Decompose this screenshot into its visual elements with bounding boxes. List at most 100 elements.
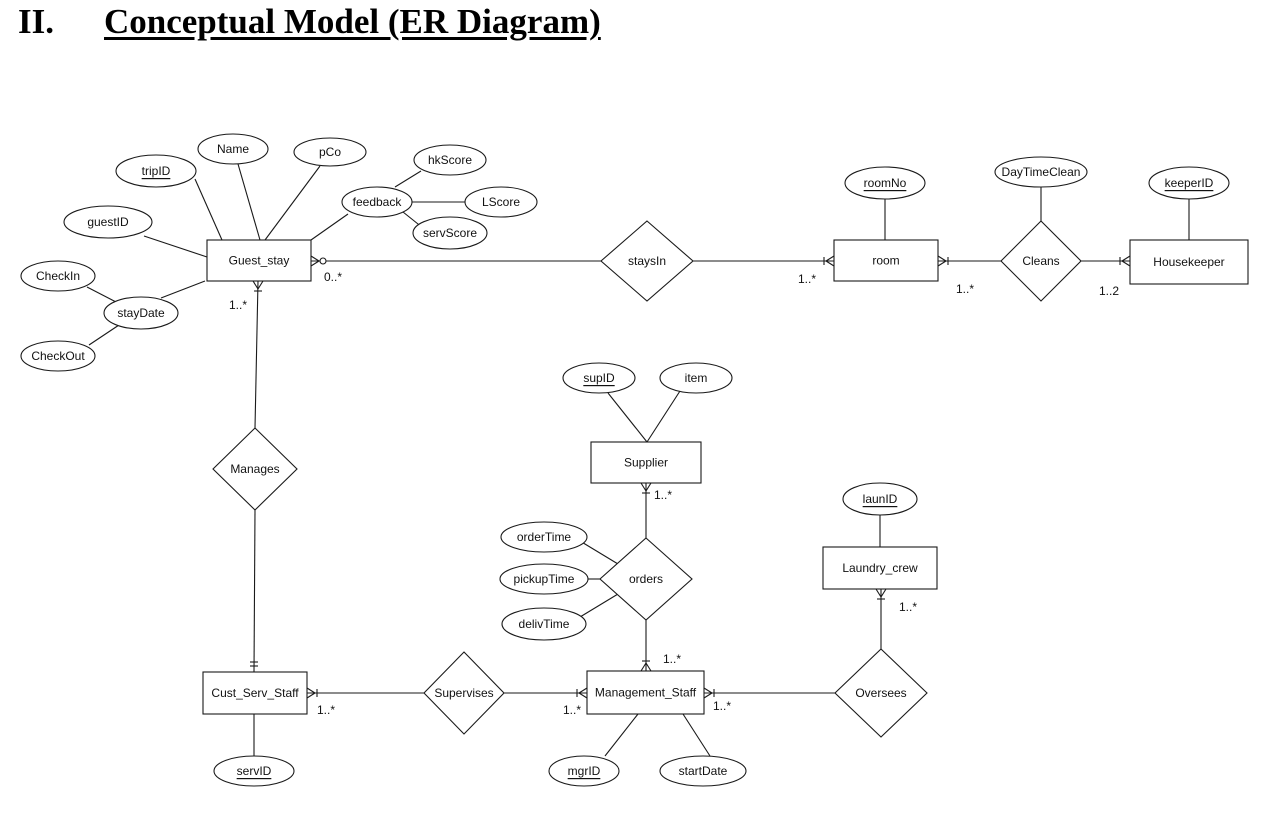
- cardinality-label-housekeeper-cleans: 1..2: [1099, 284, 1119, 298]
- entity-management-staff: Management_Staff: [586, 670, 705, 715]
- crows-foot-one-many: [640, 482, 652, 494]
- key-attribute-label: supID: [583, 371, 615, 385]
- entity-cust-serv-staff: Cust_Serv_Staff: [202, 671, 308, 715]
- connector-line: [86, 286, 119, 304]
- attribute-guestid: guestID: [63, 205, 153, 239]
- cardinality-label-supplier-orders: 1..*: [654, 488, 672, 502]
- attribute-mgrid: mgrID: [548, 755, 620, 787]
- attribute-label: feedback: [353, 195, 403, 209]
- relationship-label: Supervises: [434, 686, 493, 700]
- relationship-diamond: [599, 537, 693, 621]
- entity-laundry-crew: Laundry_crew: [822, 546, 938, 590]
- entity-box: [206, 239, 312, 282]
- attribute-label: stayDate: [117, 306, 165, 320]
- entity-box: [833, 239, 939, 282]
- entity-label: room: [872, 254, 899, 268]
- attribute-label: Name: [217, 142, 249, 156]
- entity-label: Supplier: [624, 456, 668, 470]
- entity-label: Cust_Serv_Staff: [211, 686, 299, 700]
- relationship-orders: orders: [599, 537, 693, 621]
- crows-foot-one-many: [640, 660, 652, 672]
- attribute-label: LScore: [482, 195, 520, 209]
- attribute-checkout: CheckOut: [20, 340, 96, 372]
- entity-box: [590, 441, 702, 484]
- attribute-daytimeclean: DayTimeClean: [994, 156, 1088, 188]
- attribute-delivtime: delivTime: [501, 607, 587, 641]
- attribute-supid: supID: [562, 362, 636, 394]
- attribute-ellipse: [63, 205, 153, 239]
- entity-supplier: Supplier: [590, 441, 702, 484]
- attribute-ellipse: [659, 362, 733, 394]
- attribute-ellipse: [412, 216, 488, 250]
- relationship-cleans: Cleans: [1000, 220, 1082, 302]
- attribute-label: startDate: [679, 764, 728, 778]
- attribute-ellipse: [500, 521, 588, 553]
- relationship-label: orders: [629, 572, 663, 586]
- key-attribute-label: servID: [237, 764, 272, 778]
- attribute-label: delivTime: [519, 617, 570, 631]
- crows-foot-one-many: [1119, 255, 1131, 267]
- entity-label: Laundry_crew: [842, 561, 918, 575]
- attribute-pco: pCo: [293, 137, 367, 167]
- cardinality-label-room-staysin: 1..*: [798, 272, 816, 286]
- relationship-label: Cleans: [1022, 254, 1059, 268]
- attribute-tripid: tripID: [115, 154, 197, 188]
- attribute-label: CheckOut: [31, 349, 85, 363]
- entity-box: [1129, 239, 1249, 285]
- crows-foot-one-many: [252, 280, 264, 292]
- crows-foot-zero-many: [310, 255, 327, 267]
- relationship-label: Manages: [230, 462, 279, 476]
- entity-label: Housekeeper: [1153, 255, 1224, 269]
- connector-line: [253, 509, 256, 673]
- attribute-ellipse: [115, 154, 197, 188]
- relationship-label: Oversees: [855, 686, 906, 700]
- attribute-ellipse: [501, 607, 587, 641]
- cardinality-label-laundry-oversees: 1..*: [899, 600, 917, 614]
- attribute-ellipse: [20, 340, 96, 372]
- attribute-servid: servID: [213, 755, 295, 787]
- key-attribute-label: launID: [863, 492, 898, 506]
- entity-label: Guest_stay: [229, 254, 290, 268]
- connector-line: [88, 324, 120, 346]
- relationship-diamond: [1000, 220, 1082, 302]
- attribute-pickuptime: pickupTime: [499, 563, 589, 595]
- attribute-ellipse: [293, 137, 367, 167]
- connector-line: [160, 280, 206, 299]
- entity-box: [586, 670, 705, 715]
- crows-foot-one-many: [306, 687, 318, 699]
- attribute-servscore: servScore: [412, 216, 488, 250]
- relationship-diamond: [423, 651, 505, 735]
- attribute-label: pCo: [319, 145, 341, 159]
- attribute-label: servScore: [423, 226, 477, 240]
- crows-foot-one-many: [937, 255, 949, 267]
- attribute-launid: launID: [842, 482, 918, 516]
- entity-box: [202, 671, 308, 715]
- entity-guest-stay: Guest_stay: [206, 239, 312, 282]
- crows-foot-one-many: [823, 255, 835, 267]
- relationship-diamond: [834, 648, 928, 738]
- relationship-label: staysIn: [628, 254, 666, 268]
- section-title: Conceptual Model (ER Diagram): [104, 2, 601, 41]
- crows-foot-one-many: [576, 687, 588, 699]
- attribute-ellipse: [464, 186, 538, 218]
- connector-line: [264, 165, 321, 241]
- attribute-ellipse: [548, 755, 620, 787]
- relationship-staysin: staysIn: [600, 220, 694, 302]
- connector-line: [607, 392, 648, 443]
- relationship-diamond: [600, 220, 694, 302]
- connector-line: [579, 540, 619, 565]
- attribute-ellipse: [213, 755, 295, 787]
- relationship-supervises: Supervises: [423, 651, 505, 735]
- entity-label: Management_Staff: [595, 686, 697, 700]
- cardinality-marks: [250, 255, 1131, 699]
- attribute-label: hkScore: [428, 153, 472, 167]
- key-attribute-label: roomNo: [864, 176, 907, 190]
- attribute-ordertime: orderTime: [500, 521, 588, 553]
- entity-room: room: [833, 239, 939, 282]
- attribute-name: Name: [197, 133, 269, 165]
- attribute-ellipse: [341, 186, 413, 218]
- attribute-item: item: [659, 362, 733, 394]
- attribute-ellipse: [844, 166, 926, 200]
- attribute-ellipse: [1148, 166, 1230, 200]
- cardinality-label-mgmt-orders: 1..*: [663, 652, 681, 666]
